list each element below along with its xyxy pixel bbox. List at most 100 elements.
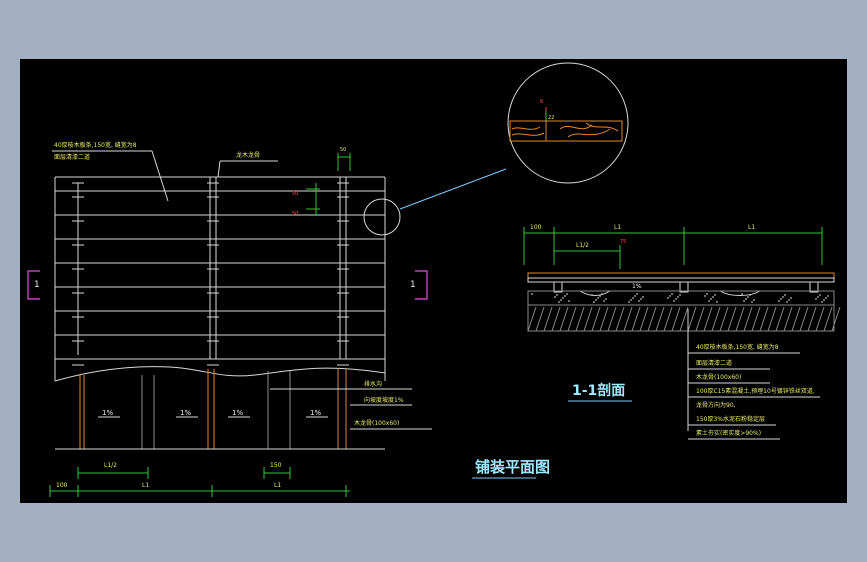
hatch-line	[591, 306, 601, 332]
slope-label-4: 1%	[310, 409, 321, 417]
plan-view: 1% 1% 1% 1% 40厚桉木板条,150宽, 缝宽为8 面层清漆二道 龙木…	[27, 141, 550, 497]
nail-column-3	[339, 177, 347, 359]
section-note-6: 150厚3%水泥石粉稳定层	[696, 415, 765, 423]
aggregate-dot	[821, 301, 823, 303]
detail-dim-side: 22	[548, 115, 554, 121]
aggregate-dot	[636, 293, 638, 295]
hatch-line	[559, 306, 569, 332]
aggregate-dot	[601, 293, 603, 295]
aggregate-dot	[566, 293, 568, 295]
section-note-7: 素土夯实(密实度>90%)	[696, 429, 761, 437]
hatch-line	[615, 306, 625, 332]
hatch-line	[783, 306, 793, 332]
dim-gap-1: 50	[292, 191, 298, 197]
aggregate-dot	[815, 298, 817, 300]
section-note-4: 100厚C15素混凝土,预埋10号镀锌铁丝双道,	[696, 387, 815, 395]
aggregate-dot	[568, 300, 570, 302]
aggregate-dot	[753, 299, 755, 301]
dim-bottom-half: L1/2	[104, 462, 117, 469]
aggregate-dot	[817, 296, 819, 298]
aggregate-dot	[823, 299, 825, 301]
aggregate-dot	[782, 296, 784, 298]
aggregate-dot	[597, 297, 599, 299]
dim-top: 50	[340, 147, 346, 153]
aggregate-dot	[790, 297, 792, 299]
hatch-line	[751, 306, 761, 332]
hatch-line	[807, 306, 817, 332]
aggregate-dot	[780, 298, 782, 300]
aggregate-dot	[749, 294, 751, 296]
hatch-line	[767, 306, 777, 332]
aggregate-dot	[786, 301, 788, 303]
aggregate-dot	[751, 301, 753, 303]
section-dim-l2: L1	[748, 224, 755, 231]
section-note-1: 40厚桉木板条,150宽, 缝宽为8	[696, 343, 779, 351]
right-leaders	[270, 388, 432, 430]
detail-callout: 8 22	[363, 62, 629, 236]
hatch-line	[799, 306, 809, 332]
aggregate-dot	[714, 294, 716, 296]
dim-gap-2: 50	[292, 211, 298, 217]
board-lines	[54, 176, 386, 381]
hatch-line	[711, 306, 721, 332]
hatch-line	[735, 306, 745, 332]
slope-label-1: 1%	[102, 409, 113, 417]
hatch-line	[719, 306, 729, 332]
slope-label-3: 1%	[232, 409, 243, 417]
hatch-line	[759, 306, 769, 332]
aggregate-dot	[675, 298, 677, 300]
top-dimension	[337, 153, 351, 171]
aggregate-dot	[634, 295, 636, 297]
hatch-line	[791, 306, 801, 332]
aggregate-dot	[673, 300, 675, 302]
aggregate-dot	[554, 296, 556, 298]
section-dim-left: 100	[530, 224, 542, 231]
hatch-line	[543, 306, 553, 332]
slope-label-2: 1%	[180, 409, 191, 417]
aggregate-dot	[531, 293, 533, 295]
aggregate-dot	[564, 295, 566, 297]
detail-dim-top: 8	[540, 99, 543, 105]
hatch-line	[663, 306, 673, 332]
break-line	[54, 366, 386, 382]
aggregate-dot	[605, 298, 607, 300]
section-title: 1-1剖面	[572, 382, 625, 399]
section-note-5: 龙骨方向为90,	[696, 401, 736, 409]
section-marks	[27, 270, 428, 300]
aggregate-dot	[560, 299, 562, 301]
label-joist: 龙木龙骨	[236, 151, 260, 159]
dim-bottom-left-small: 100	[56, 482, 68, 489]
aggregate-dot	[716, 301, 718, 303]
aggregate-dot	[706, 293, 708, 295]
aggregate-dot	[642, 296, 644, 298]
section-view: 100 L1 L1 L1/2 75 1% 40厚桉木板条,150宽, 缝宽为8 …	[523, 224, 841, 440]
hatch-line	[671, 306, 681, 332]
aggregate-dot	[710, 298, 712, 300]
hatch-line	[679, 306, 689, 332]
aggregate-dot	[562, 297, 564, 299]
label-drain: 排水沟	[364, 380, 382, 388]
section-dim-small: 75	[620, 239, 626, 245]
hatch-line	[743, 306, 753, 332]
section-note-2: 面层清漆二道	[696, 359, 732, 367]
hatch-line	[623, 306, 633, 332]
wood-grain	[511, 122, 619, 138]
aggregate-dot	[591, 294, 593, 296]
hatch-line	[575, 306, 585, 332]
note-paint: 面层清漆二道	[54, 153, 90, 161]
hatch-line	[647, 306, 657, 332]
aggregate-dot	[595, 299, 597, 301]
hatch-line	[607, 306, 617, 332]
aggregate-dot	[825, 297, 827, 299]
dim-bottom-l2: L1	[274, 482, 281, 489]
hatch-line	[727, 306, 737, 332]
section-dim-l1: L1	[614, 224, 621, 231]
dim-bottom-l1: L1	[142, 482, 149, 489]
section-dimensions	[523, 227, 823, 269]
section-slope-label: 1%	[632, 283, 642, 290]
aggregate-dot	[640, 298, 642, 300]
aggregate-dot	[745, 298, 747, 300]
aggregate-dot	[679, 294, 681, 296]
aggregate-dot	[747, 296, 749, 298]
cad-drawing-canvas[interactable]: 1% 1% 1% 1% 40厚桉木板条,150宽, 缝宽为8 面层清漆二道 龙木…	[20, 59, 847, 503]
